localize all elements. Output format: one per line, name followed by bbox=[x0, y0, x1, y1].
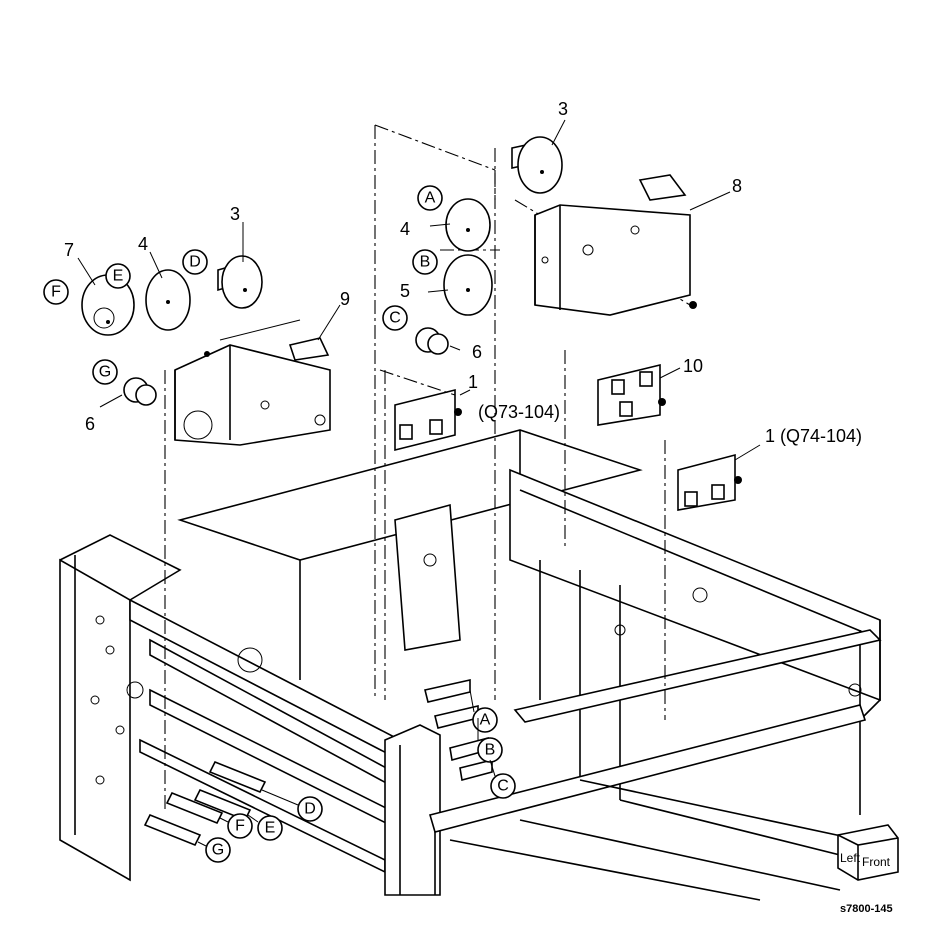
orientation-left-label: Left bbox=[840, 851, 861, 865]
circle-b-bottom: B bbox=[485, 742, 496, 759]
callout-1-q74: 1 (Q74-104) bbox=[765, 426, 862, 446]
letter-circles-top: A B C D E F G bbox=[43, 185, 443, 385]
gear-4-mid bbox=[445, 198, 491, 252]
gear-7 bbox=[81, 274, 135, 336]
circle-d-bottom: D bbox=[304, 801, 316, 818]
callout-10: 10 bbox=[683, 356, 703, 376]
bushing-6-mid bbox=[415, 327, 449, 355]
circle-c-top: C bbox=[389, 310, 401, 327]
circle-e-bottom: E bbox=[265, 820, 276, 837]
circle-d-top: D bbox=[189, 254, 201, 271]
orientation-cube: Left Front bbox=[837, 824, 899, 881]
callout-1-q73: 1 bbox=[468, 372, 478, 392]
circle-b-top: B bbox=[420, 254, 431, 271]
figure-id: s7800-145 bbox=[840, 903, 893, 915]
pcb-q73 bbox=[379, 369, 462, 452]
shafts-lower bbox=[143, 679, 493, 847]
callout-3-left: 3 bbox=[230, 204, 240, 224]
gear-5 bbox=[443, 254, 493, 316]
gear-3-left bbox=[217, 255, 263, 309]
circle-a-bottom: A bbox=[480, 712, 491, 729]
callout-5: 5 bbox=[400, 281, 410, 301]
gear-3-right bbox=[511, 136, 563, 194]
callout-4-mid: 4 bbox=[400, 219, 410, 239]
main-frame-chassis bbox=[59, 429, 882, 901]
circle-e-top: E bbox=[113, 268, 124, 285]
callout-3-right: 3 bbox=[558, 99, 568, 119]
callout-6-mid: 6 bbox=[472, 342, 482, 362]
leader-lines bbox=[77, 119, 761, 461]
circle-f-bottom: F bbox=[235, 818, 245, 835]
circle-g-top: G bbox=[99, 364, 111, 381]
orientation-front-label: Front bbox=[862, 855, 891, 869]
callout-6-left: 6 bbox=[85, 414, 95, 434]
callout-q73-104: (Q73-104) bbox=[478, 402, 560, 422]
pcb-q74 bbox=[677, 453, 742, 511]
circle-a-top: A bbox=[425, 190, 436, 207]
callout-9: 9 bbox=[340, 289, 350, 309]
circle-g-bottom: G bbox=[212, 842, 224, 859]
callout-7: 7 bbox=[64, 240, 74, 260]
bracket-9 bbox=[174, 319, 331, 446]
part-callouts: 3 4 7 9 6 3 8 4 5 6 1 (Q73-104) 10 1 (Q7… bbox=[64, 99, 862, 446]
bushing-6-left bbox=[123, 377, 157, 406]
gear-4-left bbox=[145, 269, 191, 331]
letter-circles-bottom: A B C D E F G bbox=[197, 689, 516, 863]
circle-c-bottom: C bbox=[497, 778, 509, 795]
callout-4-left: 4 bbox=[138, 234, 148, 254]
circle-f-top: F bbox=[51, 284, 61, 301]
bracket-8 bbox=[534, 174, 697, 316]
callout-8: 8 bbox=[732, 176, 742, 196]
pcb-10 bbox=[597, 363, 666, 426]
